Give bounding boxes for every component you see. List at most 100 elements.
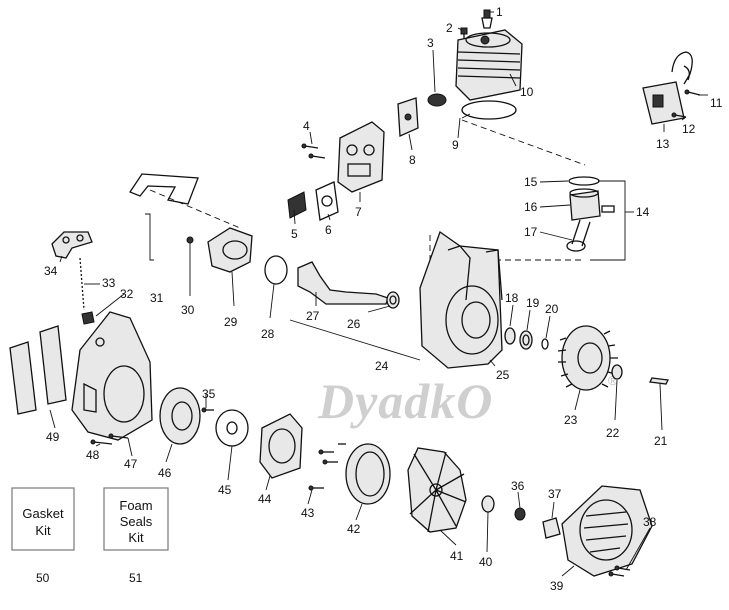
callout-21: 21 — [654, 434, 668, 448]
part-15-piston-ring — [568, 176, 600, 186]
callout-5: 5 — [291, 227, 298, 241]
callout-23: 23 — [564, 413, 578, 427]
callout-1: 1 — [496, 5, 503, 19]
watermark-text: DyadkO — [317, 373, 493, 429]
callout-47: 47 — [124, 457, 138, 471]
callout-43: 43 — [301, 506, 315, 520]
callout-22: 22 — [606, 426, 620, 440]
callout-31: 31 — [150, 291, 164, 305]
part-33-starter-rope — [79, 257, 100, 311]
part-11-screw — [684, 89, 701, 96]
part-20-washer — [541, 338, 549, 350]
callout-7: 7 — [355, 205, 362, 219]
foam-kit-line2: Seals — [120, 514, 153, 529]
gasket-kit-line1: Gasket — [22, 506, 64, 521]
callout-38: 38 — [643, 515, 657, 529]
part-34-starter-handle — [51, 231, 93, 259]
leader-lines — [49, 11, 708, 577]
part-26-bearing — [386, 291, 400, 309]
part-28-gasket — [264, 255, 288, 285]
callout-44: 44 — [258, 492, 272, 506]
callout-28: 28 — [261, 327, 275, 341]
callout-8: 8 — [409, 153, 416, 167]
callout-18: 18 — [505, 291, 519, 305]
watermark-registered-mark: ® — [608, 373, 618, 388]
part-17-connecting-rod — [566, 219, 591, 252]
callout-10: 10 — [520, 85, 534, 99]
part-45-washer — [215, 409, 249, 447]
part-27-crankshaft — [297, 261, 389, 305]
part-37-spacer — [542, 517, 561, 539]
callout-33: 33 — [102, 276, 116, 290]
part-21-key — [649, 377, 669, 385]
callout-16: 16 — [524, 200, 538, 214]
part-7-muffler — [337, 121, 385, 193]
callout-4: 4 — [303, 119, 310, 133]
callout-14: 14 — [636, 205, 650, 219]
callout-35: 35 — [202, 387, 216, 401]
part-10-cylinder — [455, 29, 523, 101]
callout-12: 12 — [682, 122, 696, 136]
callout-25: 25 — [496, 368, 510, 382]
part-5-spacer — [287, 191, 307, 219]
part-1-spark-plug — [481, 9, 493, 29]
callout-36: 36 — [511, 479, 525, 493]
gasket-kit-line2: Kit — [35, 523, 51, 538]
part-49-foam-seals — [9, 325, 67, 415]
foam-seals-kit-box: Foam Seals Kit — [103, 487, 169, 551]
callout-30: 30 — [181, 303, 195, 317]
callout-11: 11 — [710, 96, 723, 110]
part-23-flywheel — [557, 325, 618, 391]
part-8-heat-shield — [397, 97, 419, 137]
part-22-nut — [611, 364, 623, 380]
callout-45: 45 — [218, 483, 232, 497]
callout-26: 26 — [347, 317, 361, 331]
foam-kit-line3: Kit — [128, 530, 144, 545]
part-38-screws — [608, 565, 631, 577]
callout-labels: 1 2 3 4 5 6 7 8 9 10 11 12 13 14 15 16 1… — [36, 5, 723, 593]
part-35-screw — [201, 407, 214, 413]
part-19-bearing — [519, 330, 533, 350]
callout-50: 50 — [36, 571, 50, 585]
callout-34: 34 — [44, 264, 58, 278]
callout-13: 13 — [656, 137, 670, 151]
part-13-ignition-module — [642, 51, 693, 125]
callout-49: 49 — [46, 430, 60, 444]
part-4-bolts — [301, 143, 326, 159]
callout-41: 41 — [450, 549, 464, 563]
callout-37: 37 — [548, 487, 562, 501]
part-25-crankcase — [419, 230, 503, 369]
part-31-air-filter — [129, 173, 199, 205]
part-46-pulley — [159, 387, 201, 445]
part-47-starter-housing — [71, 311, 153, 441]
callout-48: 48 — [86, 448, 100, 462]
part-12-screw — [671, 112, 687, 118]
part-41-fan — [407, 447, 467, 533]
callout-39: 39 — [550, 579, 564, 593]
part-44-recoil-spring-housing — [259, 413, 303, 479]
part-43-bolts — [308, 443, 346, 491]
part-40-washer — [481, 495, 495, 513]
callout-51: 51 — [129, 571, 143, 585]
callout-32: 32 — [120, 287, 134, 301]
part-3-muffler-gasket — [427, 93, 447, 107]
callout-46: 46 — [158, 466, 172, 480]
part-36-nut — [514, 507, 526, 521]
callout-2: 2 — [446, 21, 453, 35]
part-6-muffler-gasket — [315, 181, 339, 221]
callout-17: 17 — [524, 225, 538, 239]
callout-42: 42 — [347, 522, 361, 536]
part-29-carburetor — [207, 227, 253, 273]
callout-24: 24 — [375, 359, 389, 373]
callout-40: 40 — [479, 555, 493, 569]
part-9-cylinder-gasket — [461, 100, 517, 120]
callout-9: 9 — [452, 138, 459, 152]
callout-3: 3 — [427, 36, 434, 50]
part-48-screws — [90, 433, 129, 445]
foam-kit-line1: Foam — [119, 498, 152, 513]
part-42-fan-housing — [345, 443, 391, 505]
callout-15: 15 — [524, 175, 538, 189]
callout-20: 20 — [545, 302, 559, 316]
